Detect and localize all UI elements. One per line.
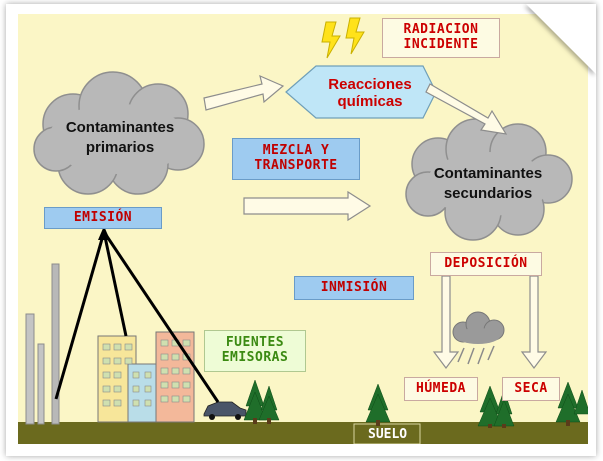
seca-label: SECA (502, 377, 560, 401)
contaminantes-secundarios-label: Contaminantes secundarios (433, 165, 543, 202)
buildings (97, 331, 195, 423)
deposicion-label: DEPOSICIÓN (430, 252, 542, 276)
ground-label-box (353, 423, 421, 444)
arrow-mezcla (243, 190, 372, 222)
rain-cloud-icon (452, 311, 505, 365)
diagram-graphics (18, 17, 588, 444)
arrow-humeda (432, 275, 460, 369)
mezcla-transporte-label: MEZCLA Y TRANSPORTE (232, 138, 360, 180)
contaminantes-primarios-label: Contaminantes primarios (65, 119, 175, 156)
radiacion-incidente-label: RADIACION INCIDENTE (382, 18, 500, 58)
arrow-seca (520, 275, 548, 369)
slide-frame: RADIACION INCIDENTE Reacciones químicas … (6, 4, 596, 456)
car-icon (203, 401, 247, 420)
suelo-label: SUELO (368, 427, 408, 442)
tree-icons (243, 379, 588, 427)
ground (18, 422, 588, 444)
factory-chimneys (25, 263, 60, 425)
emision-label: EMISIÓN (44, 207, 162, 229)
cloud-secundarios (405, 118, 573, 241)
tree-trunks (253, 418, 570, 428)
page-curl-corner (526, 4, 596, 74)
emission-lines (54, 226, 220, 403)
humeda-label: HÚMEDA (404, 377, 478, 401)
fuentes-emisoras-label: FUENTES EMISORAS (204, 330, 306, 372)
lightning-icon (321, 17, 365, 59)
arrow-to-reacciones (203, 74, 285, 111)
diagram-panel: RADIACION INCIDENTE Reacciones químicas … (18, 14, 588, 444)
cloud-primarios (33, 71, 205, 195)
reacciones-quimicas-label: Reacciones químicas (328, 75, 412, 110)
arrow-to-secundarios (425, 83, 508, 135)
inmision-label: INMISIÓN (294, 276, 414, 300)
